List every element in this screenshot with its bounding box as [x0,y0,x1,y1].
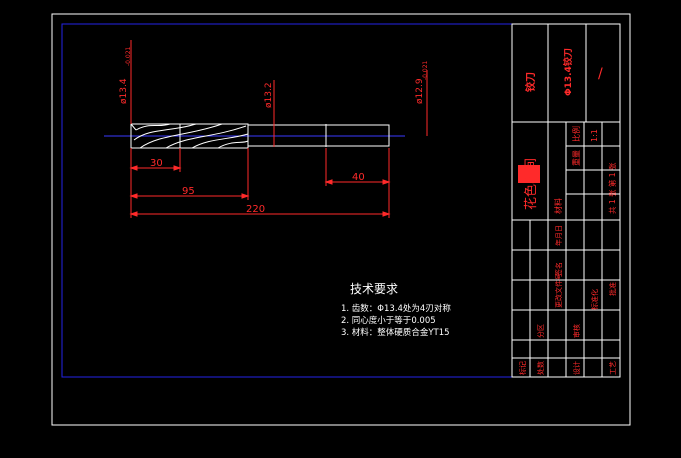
role-process: 工艺 [609,361,617,375]
title-block [511,23,621,378]
reamer-end-section [325,124,390,147]
drawing-slash: / [598,66,603,82]
reamer-tip-chamfer [130,123,137,131]
notes-item-2: 2. 同心度小于等于0.005 [341,315,436,326]
scale-value: 1:1 [590,129,599,142]
role-design: 设计 [572,361,581,375]
dia-right-text: ø12.9 [415,78,425,104]
reamer-fluted-section [130,123,249,149]
change-label-doc: 更改文件号 [554,273,563,308]
role-standard: 标准化 [590,289,599,310]
role-approve: 批准 [608,282,617,296]
drawing-name: 铰刀 [524,72,537,92]
flute-line [135,123,171,131]
dia-mid-text: ø13.2 [264,82,274,108]
flute-line [217,140,249,149]
change-label-mark: 标记 [518,361,527,375]
flute-line [139,123,223,149]
change-label-sign: 签名 [554,262,563,276]
dia-left-tol-text: -0.021 [125,46,132,66]
outer-frame [51,13,631,426]
company-logo [518,165,540,183]
dia-right-tol-text: -0.021 [422,60,429,80]
drawing-number: Φ13.4铰刀 [562,48,574,96]
sheet-text: 共 1 张 第 1 张 [607,162,617,214]
flute-line [133,123,197,141]
material-label: 材料 [553,198,563,214]
scale-label: 比例 [571,126,581,142]
flute-line [191,133,249,149]
dia-left-text: ø13.4 [119,78,129,104]
change-label-zone: 分区 [536,324,545,338]
role-review: 审核 [572,324,581,338]
len-95-text: 95 [182,186,195,197]
len-30-text: 30 [150,158,163,169]
length-dimensions [129,148,391,218]
diameter-dimensions [130,40,428,147]
len-220-text: 220 [246,204,265,215]
notes-title: 技术要求 [350,282,398,296]
change-label-date: 年月日 [554,225,563,246]
change-label-count: 处数 [536,361,545,375]
weight-label: 重量 [571,150,581,166]
notes-item-3: 3. 材料：整体硬质合金YT15 [341,327,450,338]
flute-line [165,125,247,149]
len-40-text: 40 [352,172,365,183]
reamer-part [130,123,390,149]
notes-item-1: 1. 齿数：Φ13.4处为4刃对称 [341,303,451,314]
company-name: 花色车间 [523,158,539,210]
